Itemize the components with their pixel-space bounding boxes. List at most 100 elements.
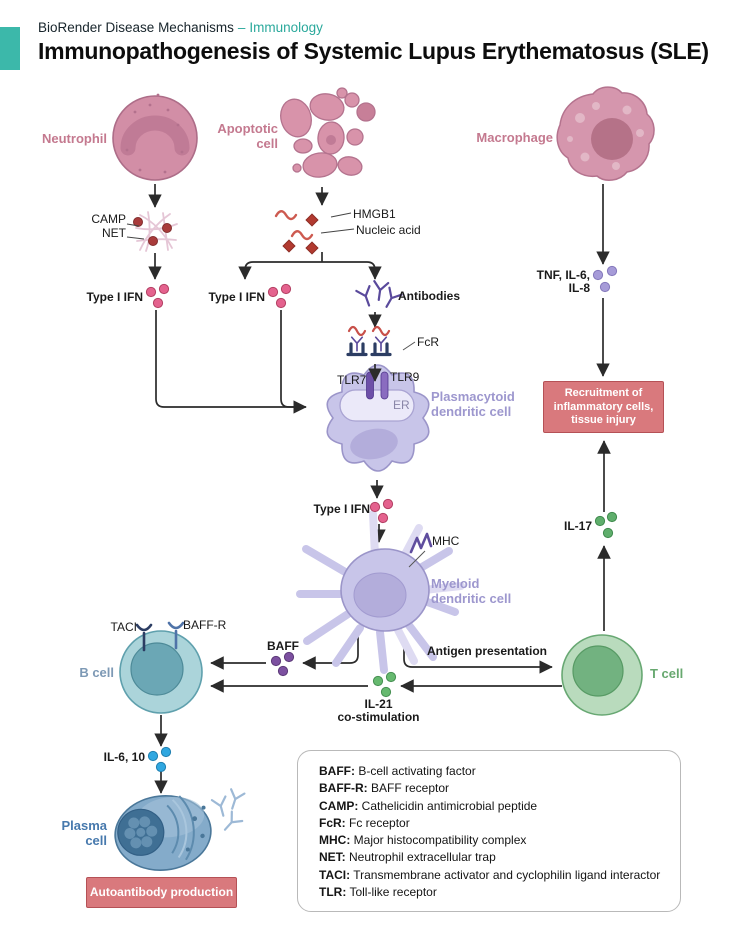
mdc-label: Myeloid dendritic cell [431,576,511,606]
tlr7-label: TLR7 [337,373,367,387]
baff-dots [270,651,295,677]
accent-bar [0,27,20,70]
hmgb1-label: HMGB1 [353,207,396,221]
autoantibody-icons [210,788,246,836]
myeloid-dendritic-cell [296,510,465,674]
legend-item-taci: TACI: Transmembrane activator and cyclop… [319,867,670,884]
plasma-label-line1: Plasma [61,818,107,833]
tnf-label-line1: TNF, IL-6, [536,268,590,282]
taci-label: TACI [110,620,137,634]
plasma-cell [114,795,212,871]
hmgb1-nucleic-acid-icons [274,210,319,255]
neutrophil-label: Neutrophil [42,131,107,146]
baff-label: BAFF [267,639,299,653]
legend-definition: B-cell activating factor [358,764,476,778]
tlr7-icon [366,371,374,400]
type1-ifn-label-apoptotic: Type I IFN [208,290,265,304]
abbreviation-legend: BAFF: B-cell activating factor BAFF-R: B… [297,750,681,912]
fcr-label: FcR [417,335,439,349]
type1-ifn-label-pdc: Type I IFN [313,502,370,516]
legend-item-camp: CAMP: Cathelicidin antimicrobial peptide [319,798,670,815]
legend-item-tlr: TLR: Toll-like receptor [319,884,670,901]
il17-label: IL-17 [563,519,592,533]
page-title: Immunopathogenesis of Systemic Lupus Ery… [38,38,709,64]
antibody-icons [355,280,403,312]
net-label: NET [102,226,126,240]
legend-term: BAFF: [319,764,355,778]
tlr9-label: TLR9 [390,370,420,384]
legend-term: NET: [319,850,346,865]
legend-term: CAMP: [319,798,359,813]
il21-label-line1: IL-21 [364,697,393,711]
legend-definition: Fc receptor [349,815,410,830]
er-label: ER [393,398,410,412]
legend-definition: BAFF receptor [371,781,450,796]
apoptotic-label-line1: Apoptotic [217,121,278,136]
plasmacytoid-dendritic-cell [326,364,430,472]
legend-item-fcr: FcR: Fc receptor [319,815,670,832]
antibodies-label: Antibodies [398,289,460,303]
legend-term: BAFF-R: [319,781,368,796]
legend-term: TLR: [319,885,347,900]
il6-10-label: IL-6, 10 [103,750,145,764]
breadcrumb-separator: – [237,20,246,35]
pdc-label: Plasmacytoid dendritic cell [431,389,515,419]
legend-definition: Toll-like receptor [349,885,437,900]
legend-term: FcR: [319,815,346,830]
mdc-label-line2: dendritic cell [431,591,512,606]
pathway-arrows [148,184,611,794]
legend-definition: Major histocompatibility complex [353,833,527,848]
autoantibody-outcome-box: Autoantibody production [86,877,237,908]
il21-label: IL-21 co-stimulation [330,698,427,724]
baffr-receptor-icon [167,621,185,650]
fcr-receptor-icons [346,325,416,357]
recruitment-line1: Recruitment of [564,387,643,399]
plasma-cell-label: Plasma cell [61,818,107,848]
ifn-dots-neutrophil [145,283,170,309]
macrophage-cell [556,86,655,181]
il17-dots [594,511,618,539]
apoptotic-label-line2: cell [256,136,278,151]
tcell-label: T cell [650,666,684,681]
mhc-icon [408,532,433,568]
neutrophil-cell [112,93,198,181]
apoptotic-cell [280,87,376,178]
antigen-presentation-label: Antigen presentation [427,644,548,658]
il6-dots [147,746,172,773]
net-structure [133,211,178,252]
mdc-label-line1: Myeloid [431,576,480,591]
label-pointer-lines [126,212,355,240]
legend-item-baff: BAFF: B-cell activating factor [319,763,670,780]
camp-label: CAMP [91,212,126,226]
t-cell [561,634,643,716]
breadcrumb-category: Immunology [249,20,323,35]
legend-definition: Neutrophil extracellular trap [349,850,496,865]
tnf-il6-il8-label: TNF, IL-6, IL-8 [537,269,590,295]
legend-term: MHC: [319,833,351,848]
plasma-label-line2: cell [85,833,107,848]
legend-term: TACI: [319,867,351,882]
il21-label-line2: co-stimulation [337,710,420,724]
legend-definition: Cathelicidin antimicrobial peptide [361,798,538,813]
mhc-label: MHC [432,534,460,548]
breadcrumb: BioRender Disease Mechanisms–Immunology [38,20,323,35]
il21-dots [372,671,397,698]
pdc-label-line2: dendritic cell [431,404,512,419]
legend-item-net: NET: Neutrophil extracellular trap [319,849,670,866]
ifn-dots-pdc [369,498,394,524]
ifn-dots-apoptotic [267,283,292,309]
apoptotic-cell-label: Apoptotic cell [217,121,278,151]
tnf-label-line2: IL-8 [568,281,590,295]
taci-receptor-icon [135,623,153,652]
tnf-dots [592,265,618,293]
legend-definition: Transmembrane activator and cyclophilin … [353,867,661,882]
recruitment-line3: tissue injury [571,414,636,426]
type1-ifn-label-neutrophil: Type I IFN [86,290,143,304]
nucleic-acid-label: Nucleic acid [356,223,421,237]
pdc-label-line1: Plasmacytoid [431,389,515,404]
legend-item-baffr: BAFF-R: BAFF receptor [319,780,670,797]
legend-item-mhc: MHC: Major histocompatibility complex [319,832,670,849]
bcell-label: B cell [79,665,114,680]
